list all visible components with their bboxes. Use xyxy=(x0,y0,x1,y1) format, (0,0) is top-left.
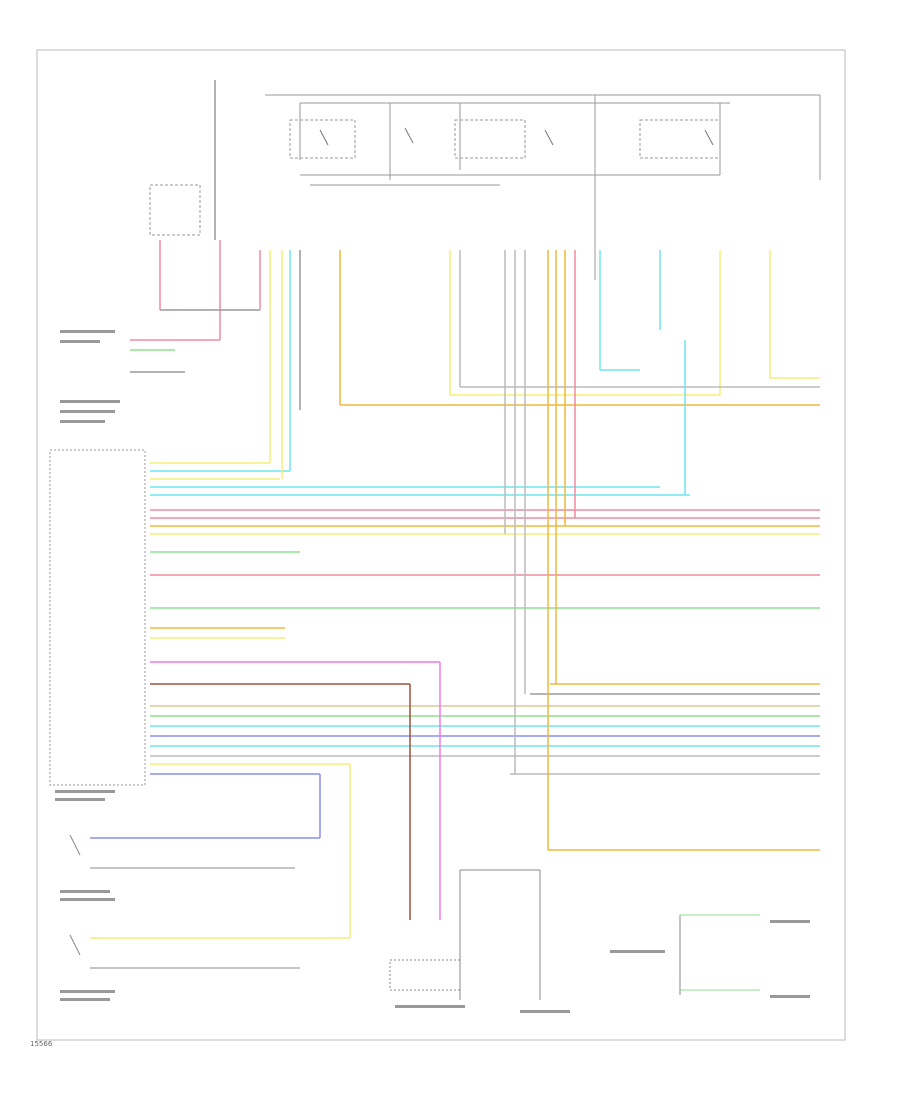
relay-switches xyxy=(319,127,714,146)
vertical-wires xyxy=(90,250,820,939)
diagram-frame xyxy=(36,49,846,1041)
relay-boxes xyxy=(149,119,721,236)
top-bus xyxy=(265,94,821,280)
text-blocks xyxy=(55,330,810,1013)
left-top-wires xyxy=(130,80,261,373)
harness-wires xyxy=(150,462,820,775)
module-box xyxy=(49,449,146,786)
page-id: 15566 xyxy=(30,1040,53,1048)
lower-components xyxy=(69,834,760,1000)
